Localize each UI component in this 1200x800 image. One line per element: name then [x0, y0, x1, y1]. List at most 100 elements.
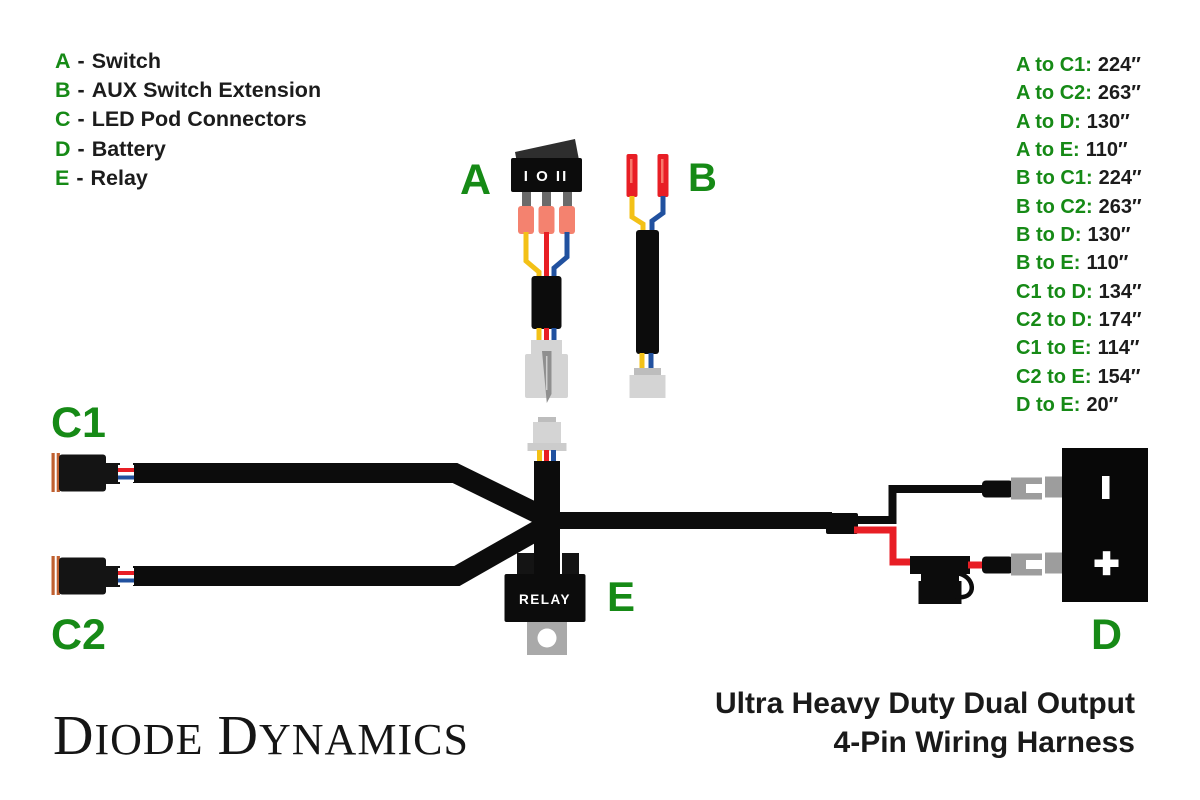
- wire-crimp: [982, 556, 1013, 574]
- cable-to-pod2: [133, 509, 564, 586]
- relay-assembly: RELAY: [504, 553, 586, 655]
- fuse-holder-neck: [921, 572, 959, 582]
- brand-initial: D: [217, 705, 259, 767]
- switch-pin: [522, 192, 531, 208]
- aux-connector-tab: [634, 368, 661, 377]
- measurement-pair: C1 to E:: [1016, 337, 1092, 360]
- measurement-row: A to C2:263″: [1016, 79, 1142, 107]
- legend-item: D-Battery: [55, 135, 321, 164]
- connector-body: [59, 454, 106, 492]
- crimp-terminal: [518, 206, 534, 234]
- measurement-row: C1 to D:134″: [1016, 278, 1142, 306]
- seal-ring: [51, 453, 55, 492]
- measurement-value: 110″: [1085, 139, 1128, 162]
- legend-item: B-AUX Switch Extension: [55, 76, 321, 105]
- measurement-value: 174″: [1098, 309, 1142, 332]
- legend-label: Relay: [90, 165, 148, 190]
- relay-shoulder: [517, 553, 534, 577]
- measurement-pair: A to C1:: [1016, 54, 1092, 76]
- measurement-list: A to C1:224″ A to C2:263″ A to D:130″ A …: [1016, 51, 1142, 419]
- label-switch: A: [460, 156, 491, 204]
- legend-key: B: [55, 78, 71, 103]
- positive-wire: [854, 526, 912, 566]
- main-harness: [133, 417, 858, 586]
- brand-text: IODE: [94, 715, 204, 764]
- relay-text: RELAY: [519, 592, 571, 607]
- connector-body: [59, 557, 106, 595]
- label-pod1: C1: [51, 399, 106, 447]
- legend-separator: -: [76, 165, 84, 190]
- legend-separator: -: [77, 136, 85, 161]
- relay-body: [504, 574, 586, 622]
- measurement-value: 114″: [1097, 337, 1140, 360]
- pod-connector-2: [51, 556, 134, 595]
- measurement-pair: A to D:: [1016, 110, 1081, 133]
- legend-key: A: [55, 49, 71, 73]
- seal-ring: [56, 556, 60, 595]
- measurement-pair: B to E:: [1016, 252, 1081, 275]
- legend-label: Battery: [91, 136, 166, 161]
- legend-item: C-LED Pod Connectors: [55, 105, 321, 134]
- legend-item: A-Switch: [55, 47, 321, 76]
- wire-stripe-red: [118, 571, 134, 575]
- seal-ring: [56, 453, 60, 492]
- switch-pin: [542, 192, 551, 208]
- measurement-row: A to C1:224″: [1016, 51, 1142, 79]
- brand-initial: D: [53, 705, 95, 767]
- measurement-value: 130″: [1086, 110, 1130, 133]
- switch-assembly: I O II: [511, 139, 582, 403]
- legend-item: E-Relay: [55, 164, 321, 193]
- product-title: Ultra Heavy Duty Dual Output 4-Pin Wirin…: [715, 684, 1135, 762]
- label-pod2: C2: [51, 611, 106, 659]
- measurement-row: A to D:130″: [1016, 108, 1142, 136]
- measurement-pair: B to D:: [1016, 224, 1082, 247]
- bullet-highlight: [661, 159, 664, 183]
- measurement-value: 224″: [1098, 167, 1142, 190]
- fuse-holder-body: [918, 581, 962, 604]
- battery-minus-icon: [1102, 476, 1110, 499]
- legend-key: E: [55, 165, 70, 190]
- relay-shoulder: [562, 553, 579, 577]
- blue-wire: [649, 196, 666, 232]
- legend-key: C: [55, 107, 71, 132]
- product-title-line2: 4-Pin Wiring Harness: [833, 726, 1135, 759]
- label-relay: E: [607, 573, 635, 620]
- harness-connector-flange: [527, 443, 567, 451]
- legend-label: LED Pod Connectors: [91, 107, 307, 132]
- crimp-terminal: [538, 206, 555, 234]
- measurement-value: 224″: [1097, 54, 1141, 76]
- crimp-terminal: [559, 206, 575, 234]
- measurement-pair: A to E:: [1016, 139, 1080, 162]
- switch-body: [511, 158, 582, 192]
- wire-sleeve: [636, 230, 659, 354]
- battery: [1062, 448, 1148, 602]
- legend-separator: -: [77, 49, 85, 73]
- spade-terminal: [1011, 553, 1042, 576]
- wire-stripe-blue: [118, 475, 134, 480]
- measurement-row: C1 to E:114″: [1016, 334, 1142, 362]
- legend-label: AUX Switch Extension: [91, 78, 322, 103]
- measurement-value: 134″: [1098, 280, 1142, 303]
- measurement-pair: D to E:: [1016, 394, 1081, 417]
- measurement-pair: B to C1:: [1016, 167, 1093, 190]
- cable-end-block: [826, 513, 858, 534]
- measurement-row: B to E:110″: [1016, 249, 1142, 277]
- measurement-pair: C1 to D:: [1016, 280, 1093, 303]
- measurement-row: C2 to D:174″: [1016, 306, 1142, 334]
- measurement-value: 110″: [1086, 252, 1129, 275]
- blue-wire: [551, 232, 570, 278]
- seal-ring: [51, 556, 55, 595]
- connector-step: [104, 463, 120, 484]
- measurement-row: B to C2:263″: [1016, 193, 1142, 221]
- measurement-pair: C2 to E:: [1016, 365, 1092, 388]
- bullet-highlight: [630, 159, 633, 183]
- battery-plus-icon: [1102, 551, 1111, 576]
- measurement-row: B to C1:224″: [1016, 164, 1142, 192]
- measurement-row: B to D:130″: [1016, 221, 1142, 249]
- fuse-holder-top: [910, 556, 970, 574]
- switch-pin: [563, 192, 572, 208]
- harness-connector-tab: [538, 417, 556, 425]
- measurement-value: 263″: [1097, 82, 1141, 105]
